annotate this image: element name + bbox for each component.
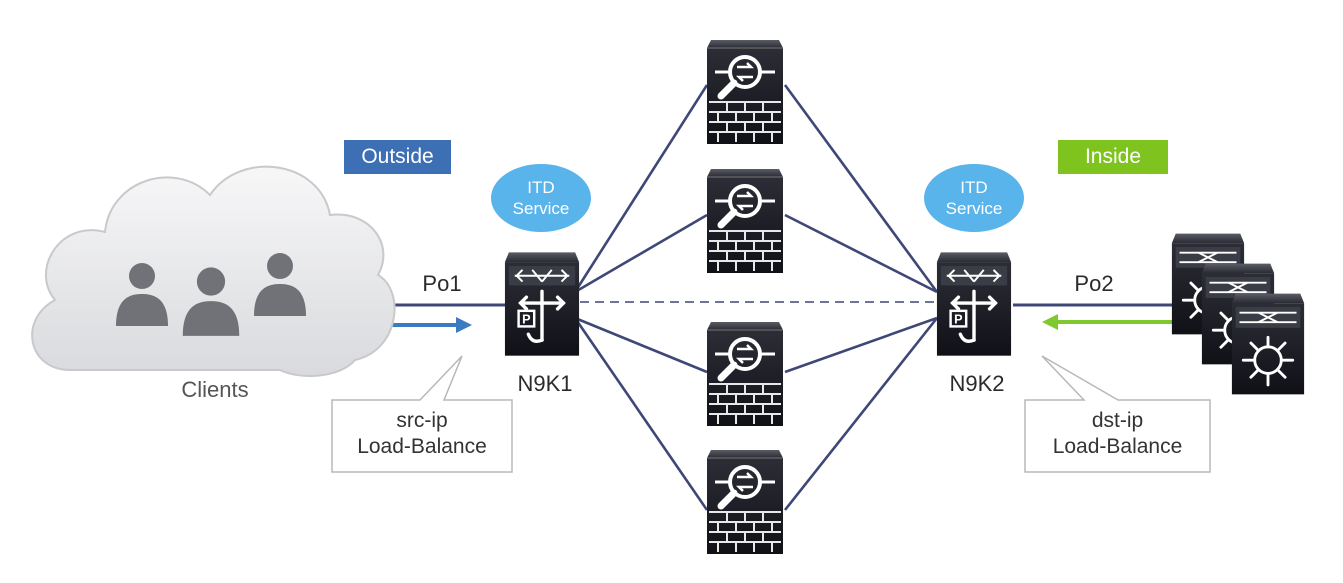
dst-callout-box	[1024, 355, 1211, 473]
po2-label: Po2	[1074, 271, 1114, 296]
n9k1-label: N9K1	[517, 371, 573, 396]
dst-callout-line2: Load-Balance	[1052, 435, 1183, 458]
firewall-icon	[707, 169, 783, 273]
n9k2-switch-icon	[935, 250, 1013, 358]
clients-cloud	[31, 165, 396, 377]
firewall-links	[573, 84, 939, 511]
po1-label: Po1	[422, 271, 462, 296]
itd-label: ITD	[527, 178, 555, 197]
itd-label: ITD	[960, 178, 988, 197]
dst-arrow	[1042, 314, 1172, 330]
firewall-icon	[707, 40, 783, 144]
clients-label: Clients	[181, 377, 249, 402]
itd-service-bubble-right: ITD Service	[924, 164, 1024, 232]
itd-service-label: Service	[945, 199, 1003, 218]
server-stack-icon	[1170, 232, 1306, 396]
n9k1-switch-icon	[503, 250, 581, 358]
inside-zone-badge: Inside	[1058, 140, 1168, 174]
firewall-icon	[707, 450, 783, 554]
itd-service-bubble-left: ITD Service	[491, 164, 591, 232]
firewall-icon	[707, 322, 783, 426]
src-arrow	[385, 317, 472, 333]
src-callout-box	[331, 355, 513, 473]
dst-callout-text: dst-ip Load-Balance	[1025, 408, 1210, 460]
src-callout-line1: src-ip	[396, 409, 448, 432]
n9k2-label: N9K2	[949, 371, 1005, 396]
itd-service-label: Service	[512, 199, 570, 218]
src-callout-text: src-ip Load-Balance	[332, 408, 512, 460]
dst-callout-line1: dst-ip	[1091, 409, 1144, 432]
outside-zone-badge: Outside	[344, 140, 451, 174]
src-callout-line2: Load-Balance	[357, 435, 487, 458]
